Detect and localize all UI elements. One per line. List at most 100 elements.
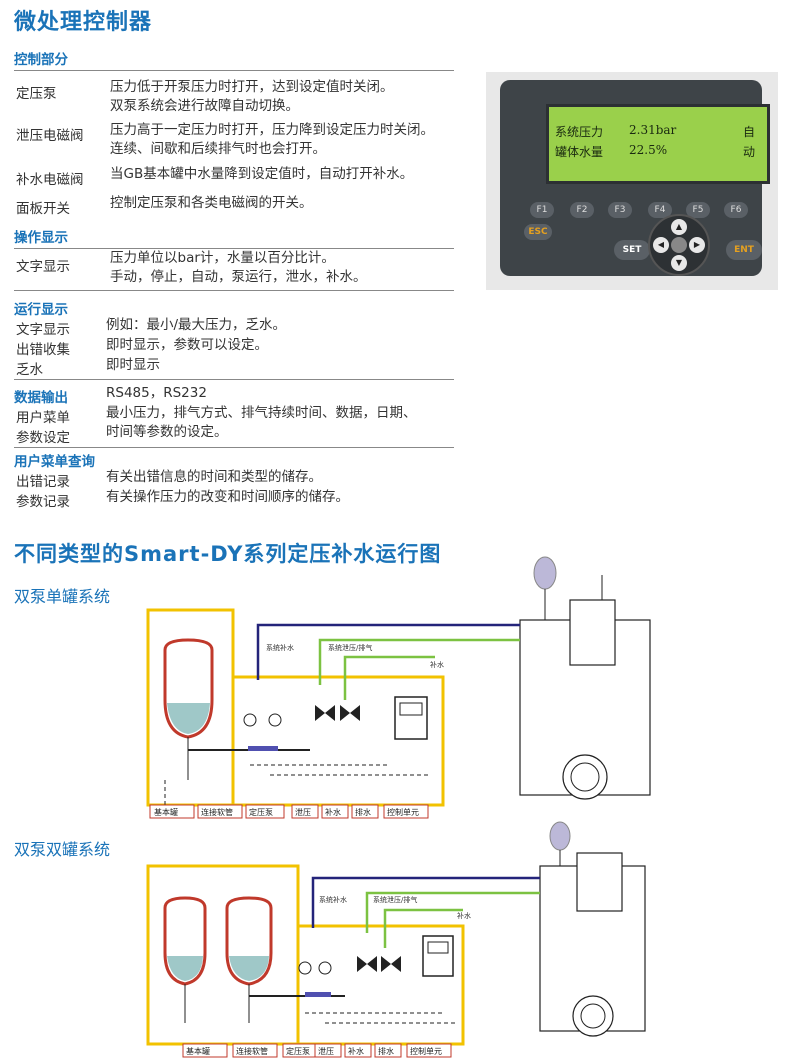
legend-item: 排水 bbox=[378, 1046, 394, 1056]
label-pressure: 系统泄压/排气 bbox=[373, 895, 417, 904]
user-menu-value-1: 有关操作压力的改变和时间顺序的储存。 bbox=[106, 489, 349, 505]
pump-icon bbox=[318, 961, 332, 975]
user-menu-value-0: 有关出错信息的时间和类型的储存。 bbox=[106, 469, 322, 485]
lcd-row2-label: 罐体水量 bbox=[555, 145, 604, 159]
valve-icon bbox=[381, 956, 401, 972]
label-refill: 补水 bbox=[430, 660, 444, 669]
divider bbox=[14, 379, 454, 380]
arrow-down-icon[interactable]: ▼ bbox=[671, 255, 687, 271]
f3-key[interactable]: F3 bbox=[608, 202, 632, 218]
pump-icon bbox=[243, 713, 257, 727]
text-line: 控制定压泵和各类电磁阀的开关。 bbox=[110, 195, 313, 211]
legend-item: 基本罐 bbox=[154, 807, 178, 817]
text-line: 压力单位以bar计，水量以百分比计。 bbox=[110, 250, 335, 266]
control-label-pump: 定压泵 bbox=[16, 86, 57, 102]
section-heading-running: 运行显示 bbox=[14, 302, 68, 318]
legend-item: 控制单元 bbox=[387, 807, 419, 817]
running-value-0: 例如：最小/最大压力，乏水。 bbox=[106, 317, 287, 333]
running-label-1: 出错收集 bbox=[16, 342, 70, 358]
lcd-row2-value: 22.5% bbox=[629, 143, 668, 157]
f6-key[interactable]: F6 bbox=[724, 202, 748, 218]
running-label-2: 乏水 bbox=[16, 362, 43, 378]
ent-key[interactable]: ENT bbox=[726, 240, 762, 260]
diagram2: 系统补水 系统泄压/排气 补水 基本罐 连接软管 定压泵 泄压 补水 排水 控制… bbox=[146, 821, 646, 1058]
operation-label-text: 文字显示 bbox=[16, 259, 70, 275]
label-refill: 补水 bbox=[457, 911, 471, 920]
signal-lines bbox=[164, 764, 430, 805]
controller-body: 系统压力 2.31bar 自 罐体水量 22.5% 动 F1 F2 F3 F4 … bbox=[500, 80, 770, 276]
signal-lines bbox=[305, 1012, 455, 1024]
data-output-label-2: 参数设定 bbox=[16, 430, 70, 446]
legend-item: 补水 bbox=[348, 1046, 364, 1056]
lcd-row2-mode: 动 bbox=[743, 145, 756, 159]
text-line: 最小压力，排气方式、排气持续时间、数据，日期、 bbox=[106, 405, 417, 421]
data-output-value: RS485，RS232 bbox=[106, 385, 207, 401]
legend-item: 补水 bbox=[325, 807, 341, 817]
supply-pipe bbox=[311, 876, 540, 928]
arrow-left-icon[interactable]: ◀ bbox=[653, 237, 669, 253]
expansion-vessel-icon bbox=[549, 821, 571, 851]
operation-desc-text: 压力单位以bar计，水量以百分比计。 手动，停止，自动，泵运行，泄水，补水。 bbox=[110, 249, 367, 287]
heater-box bbox=[569, 599, 616, 666]
section-heading-data-output: 数据输出 bbox=[14, 390, 68, 406]
f4-key[interactable]: F4 bbox=[648, 202, 672, 218]
arrow-up-icon[interactable]: ▲ bbox=[671, 219, 687, 235]
legend-item: 定压泵 bbox=[249, 807, 273, 817]
running-value-2: 即时显示 bbox=[106, 357, 160, 373]
divider bbox=[14, 447, 454, 448]
text-line: 压力高于一定压力时打开，压力降到设定压力时关闭。 bbox=[110, 122, 434, 138]
section-heading-user-menu: 用户菜单查询 bbox=[14, 454, 95, 470]
legend-item: 控制单元 bbox=[410, 1046, 442, 1056]
legend-item: 泄压 bbox=[295, 807, 311, 817]
valve-icon bbox=[340, 705, 360, 721]
lcd-row1-mode: 自 bbox=[743, 125, 756, 139]
pump-icon bbox=[268, 713, 282, 727]
legend-item: 连接软管 bbox=[236, 1046, 268, 1056]
refill-pipe bbox=[383, 908, 463, 948]
hose-icon bbox=[248, 746, 278, 751]
pump-icon bbox=[298, 961, 312, 975]
hose-icon bbox=[305, 992, 331, 997]
legend-item: 连接软管 bbox=[201, 807, 233, 817]
heater-box bbox=[576, 852, 623, 912]
diagram-section-title: 不同类型的Smart-DY系列定压补水运行图 bbox=[14, 542, 442, 566]
control-label-refill: 补水电磁阀 bbox=[16, 172, 84, 188]
center-key[interactable] bbox=[671, 237, 687, 253]
diagram1: 系统补水 系统泄压/排气 补水 基本罐 连接软管 定压泵 泄压 补水 排水 控制… bbox=[146, 556, 651, 819]
supply-pipe bbox=[256, 623, 520, 680]
direction-pad: ▲ ▼ ◀ ▶ bbox=[648, 214, 710, 276]
text-line: 手动，停止，自动，泵运行，泄水，补水。 bbox=[110, 269, 367, 285]
controller-image: 系统压力 2.31bar 自 罐体水量 22.5% 动 F1 F2 F3 F4 … bbox=[486, 72, 778, 290]
relief-pipe bbox=[318, 638, 520, 685]
control-desc-pump: 压力低于开泵压力时打开，达到设定值时关闭。 双泵系统会进行故障自动切换。 bbox=[110, 78, 394, 116]
lcd-row1-label: 系统压力 bbox=[555, 125, 604, 139]
divider bbox=[14, 290, 454, 291]
relief-pipe bbox=[365, 891, 540, 933]
control-desc-relief: 压力高于一定压力时打开，压力降到设定压力时关闭。 连续、间歇和后续排气时也会打开… bbox=[110, 121, 434, 159]
text-line: 当GB基本罐中水量降到设定值时，自动打开补水。 bbox=[110, 166, 414, 182]
running-value-1: 即时显示，参数可以设定。 bbox=[106, 337, 268, 353]
valve-icon bbox=[357, 956, 377, 972]
lcd-row1-value: 2.31bar bbox=[629, 123, 677, 137]
legend-item: 定压泵 bbox=[286, 1046, 310, 1056]
user-menu-label-0: 出错记录 bbox=[16, 474, 70, 490]
arrow-right-icon[interactable]: ▶ bbox=[689, 237, 705, 253]
text-line: 双泵系统会进行故障自动切换。 bbox=[110, 98, 299, 114]
section-heading-control: 控制部分 bbox=[14, 48, 454, 71]
pump-frame bbox=[231, 675, 445, 807]
lcd-screen: 系统压力 2.31bar 自 罐体水量 22.5% 动 bbox=[546, 104, 770, 184]
text-line: 时间等参数的设定。 bbox=[106, 424, 228, 440]
label-supply: 系统补水 bbox=[266, 643, 294, 652]
legend1: 基本罐 连接软管 定压泵 泄压 补水 排水 控制单元 bbox=[149, 804, 429, 819]
f1-key[interactable]: F1 bbox=[530, 202, 554, 218]
legend-item: 基本罐 bbox=[186, 1046, 210, 1056]
legend-item: 泄压 bbox=[318, 1046, 334, 1056]
f5-key[interactable]: F5 bbox=[686, 202, 710, 218]
control-desc-switch: 控制定压泵和各类电磁阀的开关。 bbox=[110, 194, 313, 213]
system-pump-icon bbox=[562, 754, 608, 800]
f2-key[interactable]: F2 bbox=[570, 202, 594, 218]
refill-pipe bbox=[343, 655, 435, 700]
control-desc-refill: 当GB基本罐中水量降到设定值时，自动打开补水。 bbox=[110, 165, 413, 184]
esc-key[interactable]: ESC bbox=[524, 224, 552, 240]
set-key[interactable]: SET bbox=[614, 240, 650, 260]
